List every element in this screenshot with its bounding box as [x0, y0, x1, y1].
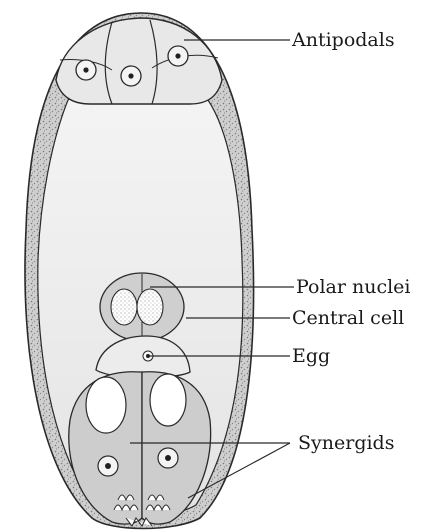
antipodal-nucleus: [168, 46, 188, 66]
polar-nuclei: [100, 273, 184, 341]
label-synergids: Synergids: [298, 432, 394, 454]
antipodal-cells: [56, 18, 222, 104]
label-egg: Egg: [292, 345, 330, 367]
antipodal-nucleus: [76, 60, 96, 80]
label-central-cell: Central cell: [292, 307, 404, 329]
label-antipodals: Antipodals: [291, 29, 395, 51]
label-polar-nuclei: Polar nuclei: [296, 276, 411, 298]
antipodal-nucleus: [121, 66, 141, 86]
